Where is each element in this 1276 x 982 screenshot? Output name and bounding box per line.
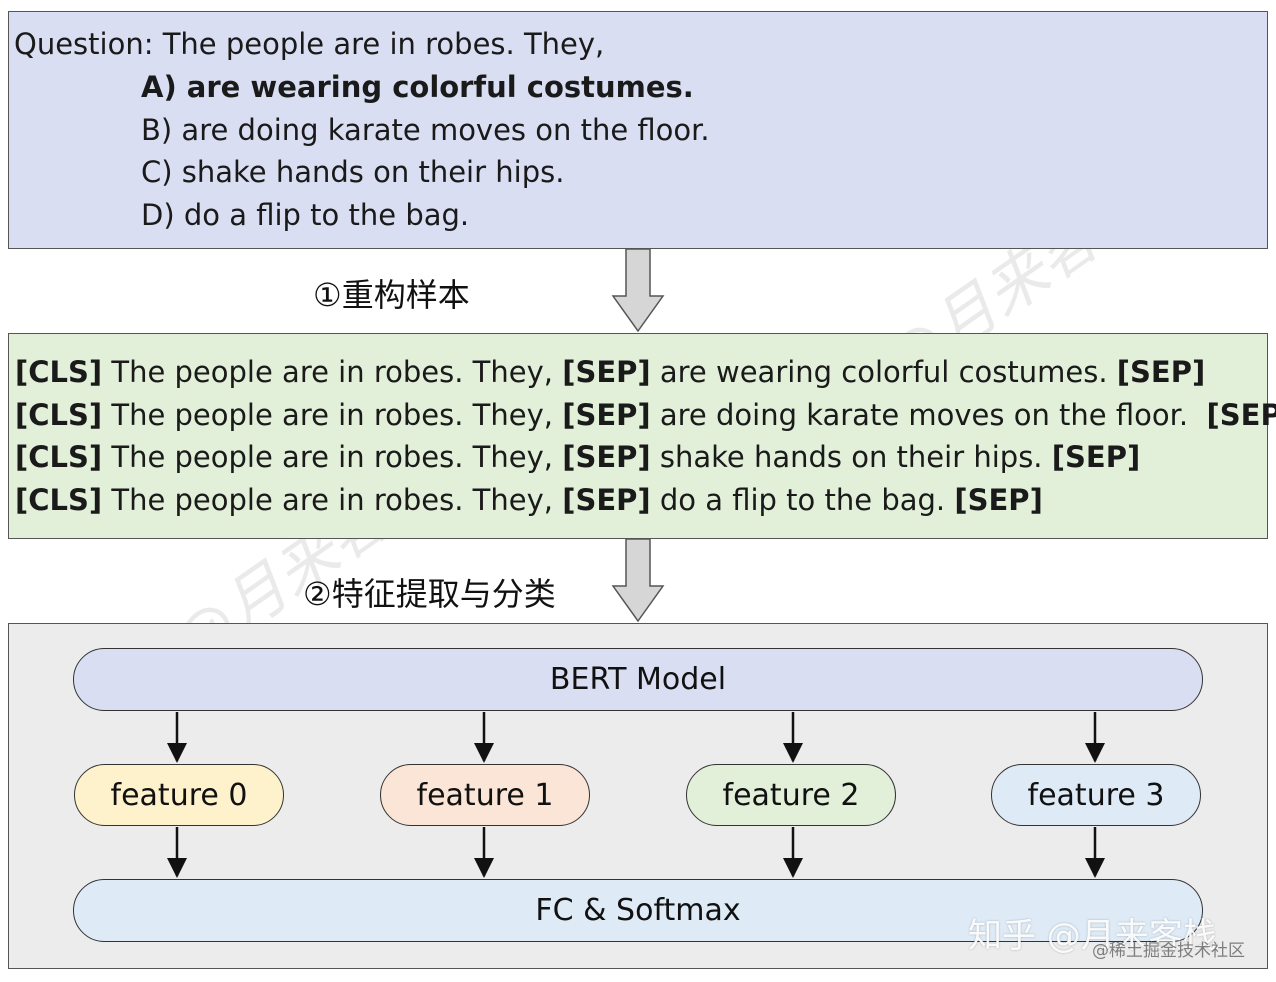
sample-context: The people are in robes. They, — [102, 355, 563, 389]
sep-token: [SEP] — [1206, 398, 1276, 432]
sep-token: [SEP] — [1051, 440, 1141, 474]
step1-label: ①重构样本 — [313, 276, 470, 314]
option-c: C) shake hands on their hips. — [141, 155, 565, 189]
fc-softmax-label: FC & Softmax — [535, 893, 741, 928]
question-prefix: Question: The people are in robes. They, — [14, 27, 605, 61]
cls-token: [CLS] — [15, 355, 103, 389]
option-b: B) are doing karate moves on the floor. — [141, 113, 710, 147]
question-box: Question: The people are in robes. They,… — [8, 11, 1268, 249]
feature-0-label: feature 0 — [110, 777, 248, 813]
feature-3-block: feature 3 — [991, 764, 1201, 826]
cls-token: [CLS] — [15, 398, 103, 432]
samples-box: [CLS] The people are in robes. They, [SE… — [8, 333, 1276, 539]
block-arrow-1 — [611, 248, 665, 333]
sep-token: [SEP] — [954, 483, 1043, 517]
cls-token: [CLS] — [15, 483, 103, 517]
fc-softmax-block: FC & Softmax — [73, 879, 1203, 942]
sample-ending: do a flip to the bag. — [650, 483, 955, 517]
block-arrow-2 — [611, 538, 665, 623]
feature-2-block: feature 2 — [686, 764, 896, 826]
bert-model-block: BERT Model — [73, 648, 1203, 711]
step2-label: ②特征提取与分类 — [303, 575, 556, 613]
feature-0-block: feature 0 — [74, 764, 284, 826]
sep-token: [SEP] — [562, 440, 651, 474]
sep-token: [SEP] — [562, 483, 651, 517]
sep-token: [SEP] — [1116, 355, 1206, 389]
feature-1-label: feature 1 — [416, 777, 554, 813]
sample-line-1: [CLS] The people are in robes. They, [SE… — [15, 397, 1276, 433]
sample-line-3: [CLS] The people are in robes. They, [SE… — [15, 482, 1043, 518]
zhihu-watermark: 知乎 @月来客栈 — [968, 916, 1217, 956]
sample-ending: shake hands on their hips. — [650, 440, 1052, 474]
sample-line-0: [CLS] The people are in robes. They, [SE… — [15, 354, 1205, 390]
sample-ending: are doing karate moves on the floor. — [650, 398, 1207, 432]
sep-token: [SEP] — [562, 398, 651, 432]
sample-line-2: [CLS] The people are in robes. They, [SE… — [15, 439, 1140, 475]
feature-2-label: feature 2 — [722, 777, 860, 813]
option-d: D) do a flip to the bag. — [141, 198, 470, 232]
sep-token: [SEP] — [562, 355, 651, 389]
feature-1-block: feature 1 — [380, 764, 590, 826]
cls-token: [CLS] — [15, 440, 103, 474]
sample-ending: are wearing colorful costumes. — [650, 355, 1117, 389]
bert-model-label: BERT Model — [549, 662, 727, 697]
option-a: A) are wearing colorful costumes. — [141, 70, 694, 104]
feature-3-label: feature 3 — [1027, 777, 1165, 813]
sample-context: The people are in robes. They, — [102, 483, 563, 517]
sample-context: The people are in robes. They, — [102, 440, 563, 474]
sample-context: The people are in robes. They, — [102, 398, 563, 432]
juejin-watermark: @稀土掘金技术社区 — [1092, 941, 1245, 961]
